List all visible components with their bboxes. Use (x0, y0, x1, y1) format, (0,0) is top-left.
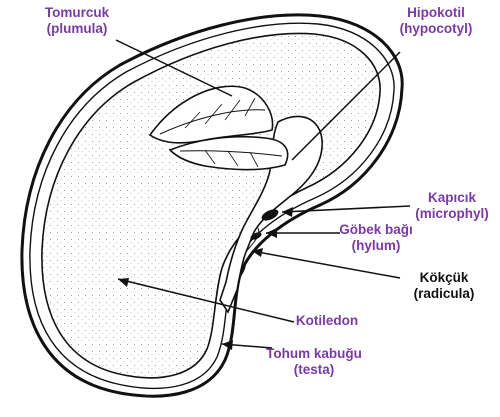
label-microphyl: Kapıcık (microphyl) (404, 190, 500, 222)
label-cotyledon: Kotiledon (282, 313, 372, 329)
label-radicula: Kökçük (radicula) (398, 270, 490, 302)
leader-microphyl (282, 206, 410, 212)
label-plumula: Tomurcuk (plumula) (22, 5, 132, 37)
label-testa: Tohum kabuğu (testa) (254, 346, 374, 378)
label-hylum: Göbek bağı (hylum) (328, 222, 424, 254)
label-hypocotyl: Hipokotil (hypocotyl) (378, 5, 494, 37)
leader-radicula (252, 251, 400, 278)
